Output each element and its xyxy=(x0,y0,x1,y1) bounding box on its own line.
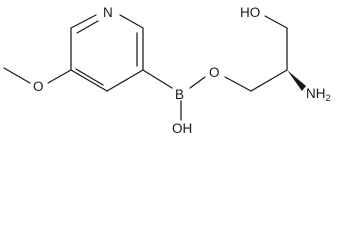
stereo-wedge-bond xyxy=(287,70,306,91)
atom-label-nh2: NH2 xyxy=(306,86,331,104)
atom-label-n: N xyxy=(103,5,113,20)
bond-o-methyl xyxy=(3,67,31,84)
structure-diagram: N O B OH O HO NH2 xyxy=(3,5,331,136)
bond-ring-n-c2 xyxy=(119,14,144,29)
atom-label-ho-top: HO xyxy=(240,5,260,20)
bond-ring-c6-n xyxy=(70,14,97,29)
bond-o-ch2 xyxy=(224,76,252,92)
bond-c3-b xyxy=(142,69,173,89)
bond-ring-double-2 xyxy=(75,68,104,86)
molecule-drawing: N O B OH O HO NH2 xyxy=(3,5,331,136)
bond-b-o-ester xyxy=(189,76,206,89)
atom-label-o-methoxy: O xyxy=(33,79,44,94)
atom-label-nh2-subscript: 2 xyxy=(326,93,331,104)
atom-label-nh: NH xyxy=(306,86,326,101)
bond-ch2-chiral xyxy=(250,69,288,92)
atom-label-o-ester: O xyxy=(209,65,220,80)
bond-ring-c4-c5 xyxy=(70,69,108,92)
bond-ring-double-3 xyxy=(76,20,99,34)
bond-c5-o-methoxy xyxy=(47,69,72,84)
atom-label-oh-boron: OH xyxy=(172,121,192,136)
bond-ring-c3-c4 xyxy=(106,69,144,92)
pyridine-ring xyxy=(70,14,144,92)
atom-label-b: B xyxy=(175,87,184,102)
bond-ch2-oh-top xyxy=(264,15,288,29)
